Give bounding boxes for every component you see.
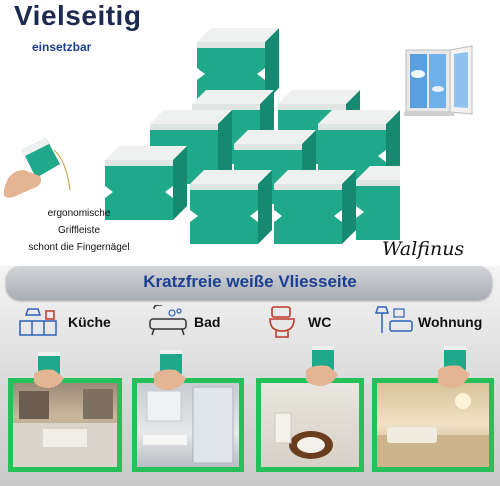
bath-icon [149, 305, 187, 336]
sponge [274, 170, 356, 244]
ergonomic-note: ergonomische Griffleiste schont die Fing… [4, 205, 154, 256]
ergonomic-note-line: ergonomische [47, 208, 111, 219]
ergonomic-note-line: schont die Fingernägel [28, 242, 130, 253]
feature-banner [6, 266, 492, 300]
page-subtitle: einsetzbar [32, 40, 92, 54]
hand-sponge-kitchen [34, 352, 64, 388]
room-label-wc: WC [308, 314, 332, 330]
kitchen-photo [8, 378, 122, 472]
window-icon [404, 45, 473, 116]
bathroom-photo [132, 378, 244, 472]
living-room-icon [374, 306, 413, 333]
toilet-photo [256, 378, 364, 472]
hand-sponge-living [438, 346, 470, 388]
feature-banner-text: Kratzfreie weiße Vliesseite [143, 272, 357, 291]
living-room-photo [372, 378, 494, 472]
brand-logo-text: Walfinus [382, 238, 465, 260]
toilet-icon [269, 306, 295, 338]
hand-sponge-bath [154, 350, 186, 390]
sponge [190, 170, 272, 244]
page-title: Vielseitig [14, 0, 142, 31]
kitchen-icon [19, 308, 57, 336]
room-label-kitchen: Küche [68, 314, 111, 330]
room-label-living: Wohnung [418, 314, 483, 330]
hand-holding-sponge-illustration [4, 138, 71, 198]
room-label-bath: Bad [194, 314, 221, 330]
sponge [356, 166, 400, 240]
hand-sponge-wc [306, 346, 338, 386]
ergonomic-note-line: Griffleiste [57, 225, 101, 236]
